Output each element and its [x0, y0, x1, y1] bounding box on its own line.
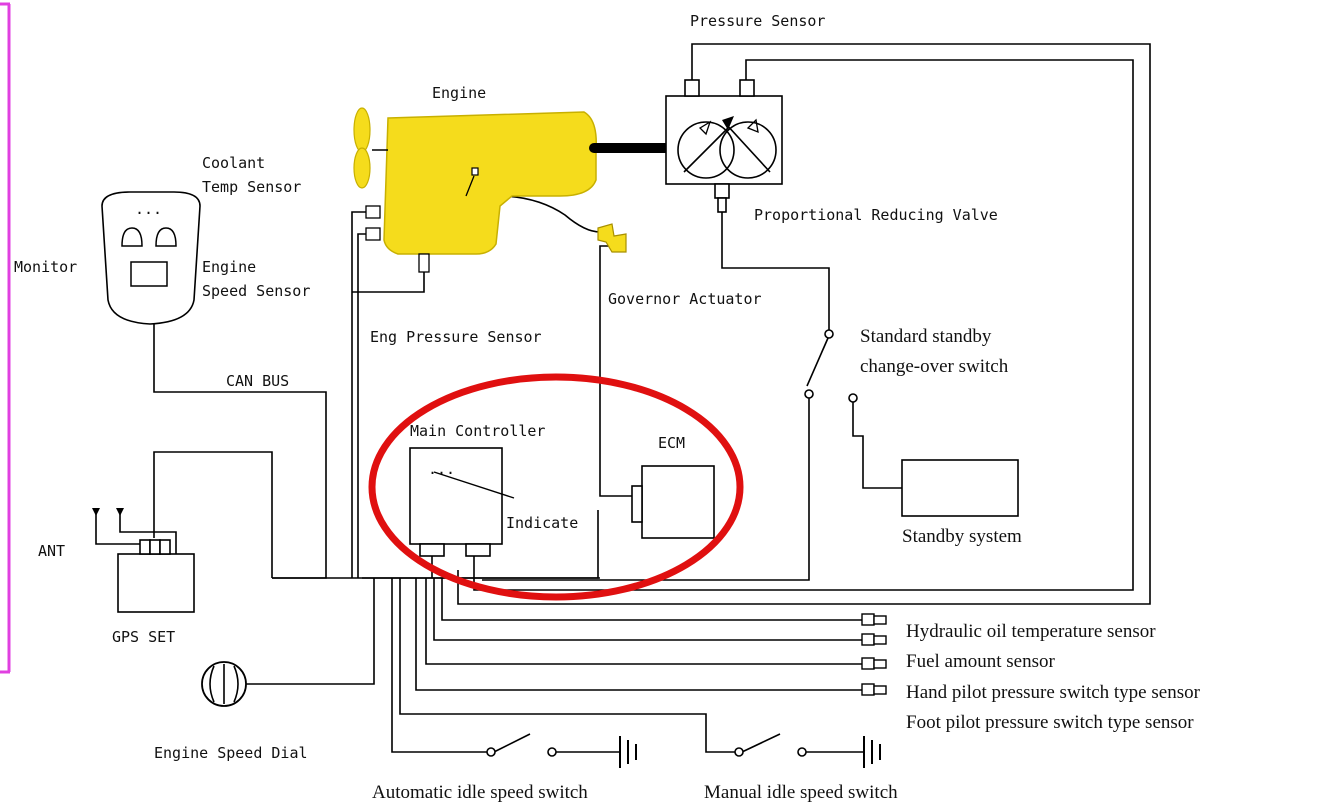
automatic-idle-switch-label: Automatic idle speed switch: [372, 782, 588, 803]
monitor-dots: ...: [135, 200, 162, 218]
monitor-label: Monitor: [14, 258, 77, 276]
pressure-sensor-label: Pressure Sensor: [690, 12, 825, 30]
manual-idle-switch-label: Manual idle speed switch: [704, 782, 898, 803]
standby-system-label: Standby system: [902, 526, 1022, 547]
fuel-amount-sensor-label: Fuel amount sensor: [906, 651, 1055, 672]
hand-pilot-sensor-label: Hand pilot pressure switch type sensor: [906, 682, 1201, 703]
monitor-device: [101, 191, 201, 325]
indicate-label: Indicate: [506, 514, 578, 532]
pump-valve-box: [665, 79, 783, 213]
engine-speed-sensor-label-2: Speed Sensor: [202, 282, 310, 300]
ant-label: ANT: [38, 542, 65, 560]
engine-block: [353, 107, 597, 273]
standby-system-box: [901, 459, 1019, 517]
governor-actuator: [597, 223, 627, 253]
coolant-temp-label-1: Coolant: [202, 154, 265, 172]
can-bus-label: CAN BUS: [226, 372, 289, 390]
engine-speed-dial-label: Engine Speed Dial: [154, 744, 308, 762]
standard-standby-label-2: change-over switch: [860, 356, 1009, 377]
hydraulic-oil-sensor-label: Hydraulic oil temperature sensor: [906, 621, 1156, 642]
gps-set: [92, 508, 195, 613]
engine-label: Engine: [432, 84, 486, 102]
eng-pressure-sensor-label: Eng Pressure Sensor: [370, 328, 542, 346]
ecm-label: ECM: [658, 434, 685, 452]
engine-speed-dial: [201, 661, 247, 707]
battery-symbols: [619, 736, 881, 768]
sensor-plugs: [861, 613, 887, 696]
foot-pilot-sensor-label: Foot pilot pressure switch type sensor: [906, 712, 1194, 733]
gps-set-label: GPS SET: [112, 628, 175, 646]
ecm-unit: [631, 465, 715, 539]
main-controller-label: Main Controller: [410, 422, 545, 440]
main-controller: [409, 447, 515, 557]
engine-speed-sensor-label-1: Engine: [202, 258, 256, 276]
standard-standby-label-1: Standard standby: [860, 326, 992, 347]
left-frame: [0, 2, 11, 674]
coolant-temp-label-2: Temp Sensor: [202, 178, 301, 196]
switch-contacts: [486, 329, 858, 757]
proportional-valve-label: Proportional Reducing Valve: [754, 206, 998, 224]
wiring: [153, 43, 1151, 753]
controller-dots: ...: [428, 460, 455, 478]
governor-actuator-label: Governor Actuator: [608, 290, 762, 308]
highlight-ellipse: [368, 373, 744, 601]
